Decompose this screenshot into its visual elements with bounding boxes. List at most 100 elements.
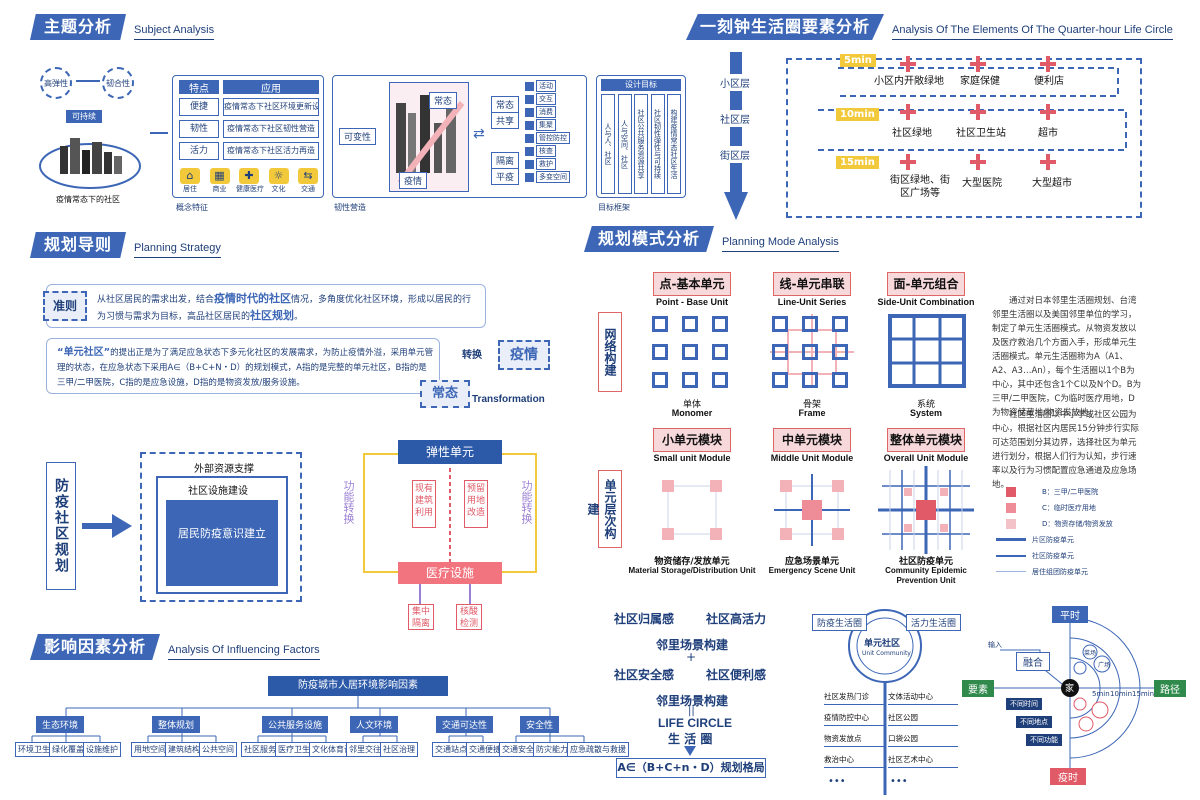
caption-goal: 目标框架: [598, 203, 630, 212]
facility-label: 社区设施建设: [188, 486, 248, 497]
formula-plus: +: [686, 650, 697, 664]
factor-root: 防疫城市人居环境影响因素: [268, 676, 448, 696]
feature-icon-item: ⌂居住: [177, 168, 203, 194]
uc-item: 疫情防控中心: [824, 709, 884, 726]
outer-support-box: 外部资源支撑 社区设施建设 居民防疫意识建立: [140, 452, 302, 602]
min-10: 10min: [836, 108, 879, 121]
mode-sub-overall: 社区防疫单元: [898, 557, 953, 567]
reserved-land: 预留用地改造: [464, 480, 488, 528]
flow-tag-2: 共享: [491, 112, 520, 129]
mode-card-side: 面-单元组合: [887, 272, 965, 296]
legend-item: 片区防疫单元: [996, 534, 1146, 545]
right-tag-item: 活动: [525, 80, 585, 92]
mode-icon-line: [770, 314, 854, 388]
nucleic-test: 核酸检测: [456, 604, 482, 630]
mode-title-en: Planning Mode Analysis: [722, 236, 839, 252]
right-tag-label: 多变空间: [536, 171, 570, 183]
mode-icon-side: [888, 314, 966, 388]
mode-description-2: 社区生活圈以中小学或社区公园为中心，根据社区内居民15分钟步行实际可达范围划分其…: [992, 410, 1139, 490]
right-tag-label: 核查: [536, 145, 556, 157]
right-tag-label: 救护: [536, 158, 556, 170]
feature-icon: ⇆: [298, 168, 318, 184]
legend-label: 居住组团防疫单元: [1032, 567, 1088, 576]
design-goal-item: 社区公共服务资源共享: [634, 94, 648, 194]
radial-bottom: 疫时: [1050, 768, 1086, 785]
strategy-title-en: Planning Strategy: [134, 242, 221, 258]
legend-label: B：三甲/二甲医院: [1042, 487, 1099, 496]
formula-life-circle-en: LIFE CIRCLE: [658, 716, 732, 730]
poi-1-2: 家庭保健: [960, 76, 1000, 87]
feature-table: 特点 应用 便捷疫情常态下社区环境更新设计韧性疫情常态下社区韧性营造活力疫情常态…: [172, 75, 324, 198]
level-2: 社区层: [720, 110, 750, 127]
factor-item: 社区治理: [380, 742, 418, 757]
right-tag-label: 交互: [536, 93, 556, 105]
uc-item: 口袋公园: [888, 730, 958, 747]
right-tag-item: 管控防控: [525, 132, 585, 144]
feature-row: 韧性疫情常态下社区韧性营造: [179, 120, 319, 138]
right-tag-item: 集聚: [525, 119, 585, 131]
feature-key: 活力: [179, 142, 219, 160]
feature-key: 韧性: [179, 120, 219, 138]
ring-15: 15min: [1132, 690, 1155, 698]
outer-support-label: 外部资源支撑: [194, 464, 254, 475]
mode-en-line: Line-Unit Series: [777, 297, 847, 307]
min-5: 5min: [840, 54, 876, 67]
formula-diagram: 社区归属感 社区高活力 邻里场景构建 + 社区安全感 社区便利感 邻里场景构建 …: [610, 610, 780, 780]
poi-cross-4: [900, 104, 916, 120]
uc-item: 物资发放点: [824, 730, 884, 747]
mode-title: 规划模式分析: [584, 226, 715, 252]
tag-vitality-circle: 活力生活圈: [906, 614, 962, 631]
strategy-banner: 规划导则 Planning Strategy: [30, 232, 221, 258]
feature-icon-label: 健康医疗: [236, 185, 264, 193]
formula-mid-2: 邻里场景构建: [656, 694, 729, 708]
design-goal: 设计目标 人与人、社区人与空间、社区社区公共服务资源共享社区韧性弹性与可持续构建…: [596, 75, 686, 198]
factors-title-en: Analysis Of Influencing Factors: [168, 644, 320, 660]
design-goal-item: 社区韧性弹性与可持续: [650, 94, 665, 194]
legend-label: D：物资存储/物资发放: [1042, 519, 1113, 528]
factor-item: 公共空间: [199, 742, 237, 757]
table-head-left: 特点: [179, 80, 219, 95]
life-circle-map: 5min 10min 15min 小区内开敞绿地 家庭保健 便利店 社区绿地 社…: [786, 54, 1142, 218]
feature-icon-label: 居住: [183, 185, 197, 193]
feature-icon: ☼: [268, 168, 289, 184]
inner-tag-2: 不同地点: [1016, 716, 1052, 728]
unit-community-diagram: 防疫生活圈 活力生活圈 单元社区 Unit Community 社区发热门诊疫情…: [810, 600, 962, 795]
feature-value: 疫情常态下社区环境更新设计: [223, 98, 319, 116]
row-network: 网络构建: [598, 312, 622, 392]
legend-swatch: [996, 571, 1026, 572]
right-tag-item: 消费: [525, 106, 585, 118]
tag-prevention-circle: 防疫生活圈: [812, 614, 868, 631]
mode-icon-middle: [774, 474, 850, 546]
mode-en-middle: Middle Unit Module: [770, 453, 854, 463]
factor-item: 建筑结构: [165, 742, 203, 757]
factors-banner: 影响因素分析 Analysis Of Influencing Factors: [30, 634, 320, 660]
right-tag-label: 活动: [536, 80, 556, 92]
legend-swatch: [1006, 486, 1016, 497]
right-tag-icon: [525, 81, 534, 91]
mode-en-small: Small unit Module: [653, 453, 731, 463]
mode-card-small: 小单元模块: [653, 428, 731, 452]
min-15: 15min: [836, 156, 879, 169]
poi-cross-6: [1040, 104, 1056, 120]
poi-cross-1: [900, 56, 916, 72]
strategy-title: 规划导则: [30, 232, 127, 258]
formula-top-right: 社区高活力: [706, 612, 767, 626]
formula-mid: 邻里场景构建: [656, 638, 729, 652]
flow-tag-3: 隔离: [491, 152, 520, 169]
ring-label: 可持续: [66, 110, 102, 123]
subject-title: 主题分析: [30, 14, 127, 40]
formula-eq: ||: [688, 706, 695, 717]
design-goal-item: 人与人、社区: [601, 94, 615, 194]
func-switch-left: 功能转换: [342, 480, 355, 524]
poi-cross-7: [900, 154, 916, 170]
poi-1-1: 小区内开敞绿地: [874, 76, 944, 87]
inner-tag-1: 不同时间: [1006, 698, 1042, 710]
resilience-box: 可变性 常态 疫情 ⇄ 常态 共享 隔离 平疫 活动交互消费集聚管控防控核查救护…: [332, 75, 587, 198]
feature-value: 疫情常态下社区活力再造: [223, 142, 319, 160]
inner-tag-3: 不同功能: [1026, 734, 1062, 746]
radial-right: 路径: [1154, 680, 1186, 697]
community-caption: 疫情常态下的社区: [56, 195, 120, 204]
mode-sub-point: 单体: [682, 400, 701, 410]
ring-5: 5min: [1092, 690, 1110, 698]
mode-en-side: Side-Unit Combination: [877, 297, 975, 307]
